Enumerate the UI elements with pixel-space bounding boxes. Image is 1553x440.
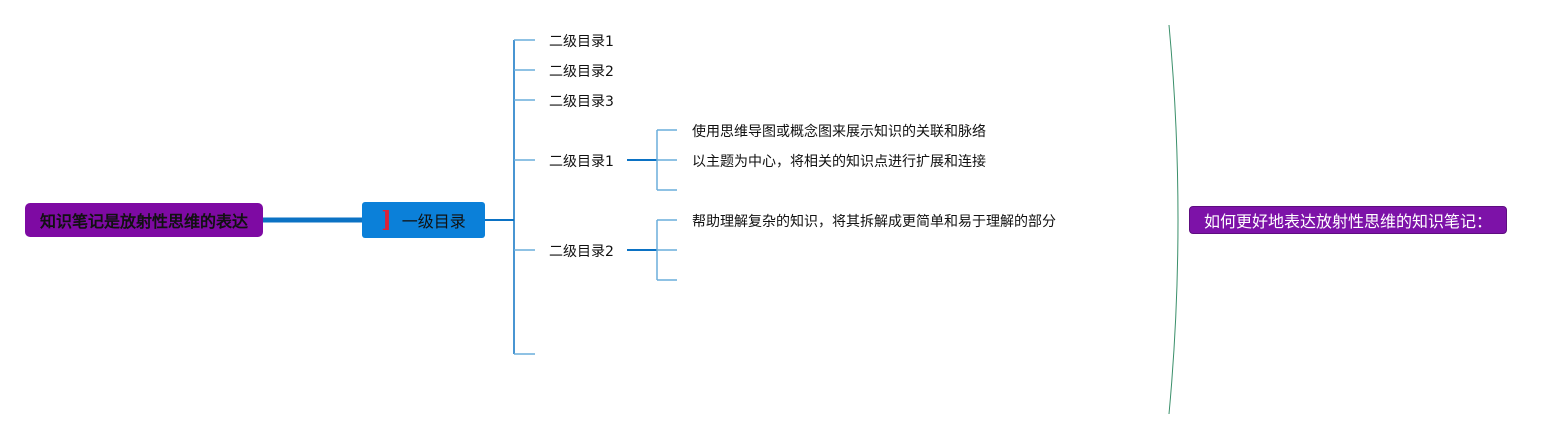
level2-topic-label: 二级目录1	[549, 154, 614, 170]
root-topic[interactable]: 知识笔记是放射性思维的表达	[25, 203, 263, 237]
level3-topic-label: 使用思维导图或概念图来展示知识的关联和脉络	[692, 124, 986, 140]
level2-topic[interactable]: 二级目录2	[549, 61, 614, 81]
level1-topic[interactable]: ] 一级目录	[362, 202, 485, 238]
level3-topic[interactable]: 使用思维导图或概念图来展示知识的关联和脉络	[692, 121, 986, 141]
level1-topic-label: 一级目录	[401, 212, 466, 231]
summary-bracket	[1168, 24, 1179, 415]
level2-topic-label: 二级目录2	[549, 244, 614, 260]
level2-topic[interactable]: 二级目录1	[549, 31, 614, 51]
level2-topic-label: 二级目录3	[549, 94, 614, 110]
level2-topic[interactable]: 二级目录1	[549, 151, 614, 171]
level3-topic-label: 帮助理解复杂的知识，将其拆解成更简单和易于理解的部分	[692, 214, 1056, 230]
summary-topic[interactable]: 如何更好地表达放射性思维的知识笔记：	[1189, 206, 1507, 234]
level2-topic-label: 二级目录2	[549, 64, 614, 80]
summary-topic-label: 如何更好地表达放射性思维的知识笔记：	[1203, 212, 1492, 231]
level3-topic[interactable]: 帮助理解复杂的知识，将其拆解成更简单和易于理解的部分	[692, 211, 1056, 231]
level3-topic-label: 以主题为中心，将相关的知识点进行扩展和连接	[692, 154, 986, 170]
level2-topic[interactable]: 二级目录3	[549, 91, 614, 111]
level3-topic[interactable]: 以主题为中心，将相关的知识点进行扩展和连接	[692, 151, 986, 171]
bracket-marker-icon: ]	[381, 207, 392, 233]
level2-topic[interactable]: 二级目录2	[549, 241, 614, 261]
level2-topic-label: 二级目录1	[549, 34, 614, 50]
root-topic-label: 知识笔记是放射性思维的表达	[39, 212, 248, 231]
